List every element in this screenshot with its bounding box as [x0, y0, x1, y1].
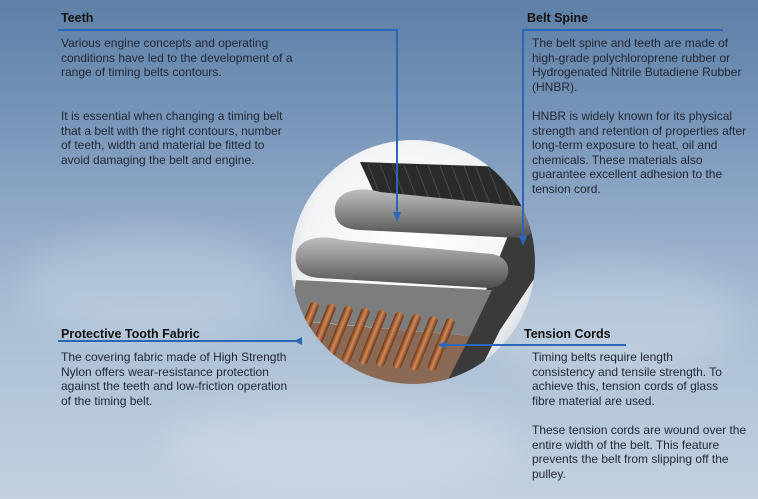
fabric-leader-line: [58, 340, 298, 342]
tension-cord: [410, 315, 438, 371]
cloud: [160, 400, 520, 490]
cords-arrow-icon: [438, 341, 446, 349]
tension-cords-text: These tension cords are wound over the e…: [532, 423, 747, 481]
fabric-arrow-icon: [294, 337, 302, 345]
tension-cord: [393, 313, 421, 369]
belt-spine-text: The belt spine and teeth are made of hig…: [532, 36, 742, 94]
teeth-text: Various engine concepts and operating co…: [61, 36, 293, 79]
teeth-text: It is essential when changing a timing b…: [61, 109, 283, 167]
tension-cord: [342, 307, 370, 363]
spine-leader-line: [523, 29, 723, 31]
cords-leader-line: [446, 344, 626, 346]
protective-fabric-text: The covering fabric made of High Strengt…: [61, 350, 288, 408]
belt-spine-heading: Belt Spine: [527, 11, 589, 25]
tension-cord: [325, 305, 353, 361]
belt-spine-text: HNBR is widely known for its physical st…: [532, 109, 747, 196]
belt-tooth: [334, 189, 535, 238]
teeth-leader-line: [58, 29, 398, 31]
protective-fabric-heading: Protective Tooth Fabric: [61, 327, 200, 341]
tension-cord: [359, 309, 387, 365]
tension-cords-text: Timing belts require length consistency …: [532, 350, 722, 408]
spine-arrow-icon: [519, 236, 527, 246]
teeth-leader-line: [396, 29, 398, 213]
teeth-heading: Teeth: [61, 11, 94, 25]
spine-leader-line: [522, 29, 524, 237]
tension-cords-heading: Tension Cords: [524, 327, 611, 341]
belt-tooth: [295, 237, 509, 288]
tension-cord: [376, 311, 404, 367]
teeth-arrow-icon: [393, 212, 401, 222]
cloud: [20, 230, 280, 340]
